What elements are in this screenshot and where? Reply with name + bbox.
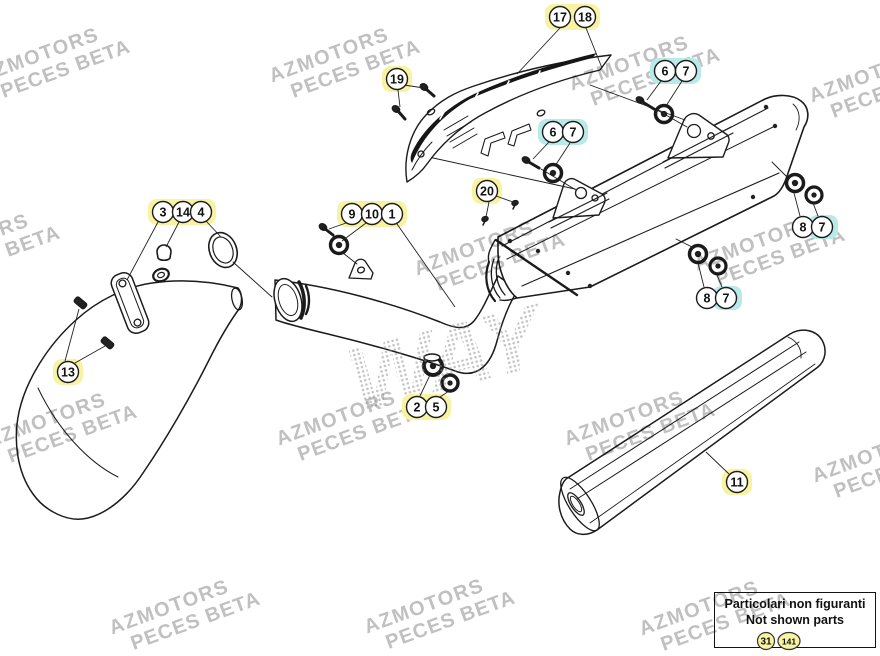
grommet-set-b [521, 156, 577, 191]
rubber-grommet [422, 353, 444, 377]
rivets [507, 104, 778, 289]
grommet-set-a [635, 96, 688, 128]
shield-rivet [481, 215, 489, 226]
shield-hatches [439, 70, 541, 120]
mount-bolt [318, 222, 335, 237]
shield-vents [443, 115, 478, 149]
mount-washer [328, 234, 350, 256]
flange-bolt [100, 336, 115, 350]
shield-rivet [511, 199, 519, 210]
grommet-washer [440, 373, 460, 393]
exhaust-flange [110, 271, 150, 335]
packing-tube [558, 329, 826, 536]
not-shown-parts-box: Particolari non figuranti Not shown part… [714, 592, 876, 648]
muffler [423, 84, 824, 303]
header-pipe [15, 231, 273, 520]
pipe-cap [152, 244, 172, 283]
grommet-set-d [675, 238, 728, 276]
shield-screw [419, 82, 436, 98]
muffler-bracket-front [548, 177, 610, 229]
mid-pipe [273, 222, 519, 393]
note-line-italian: Particolari non figuranti [724, 597, 866, 611]
note-line-english: Not shown parts [746, 613, 844, 627]
flange-bolt [73, 296, 88, 310]
shield-screw [391, 104, 407, 121]
